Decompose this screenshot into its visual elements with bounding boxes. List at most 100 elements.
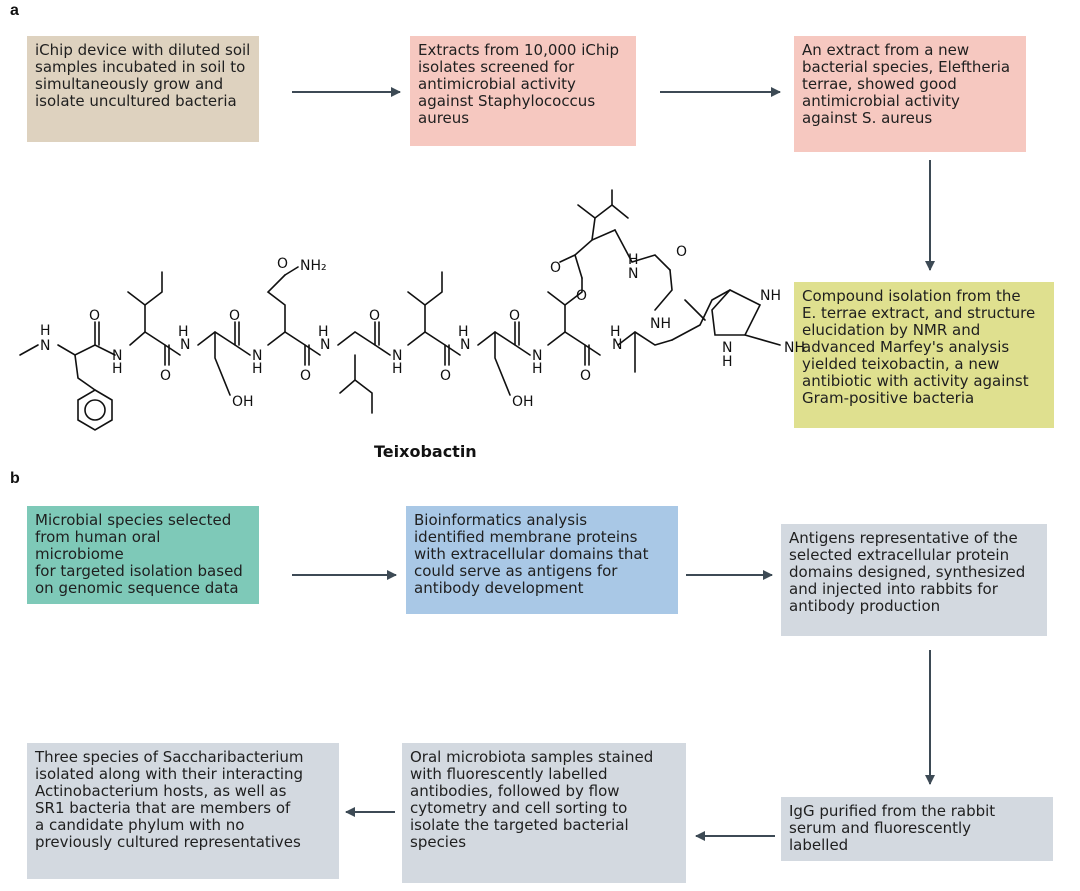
box-line: advanced Marfey's analysis — [802, 338, 1010, 356]
box-line: labelled — [789, 836, 849, 854]
atom-label: N — [722, 340, 732, 356]
box-line: simultaneously grow and — [35, 75, 224, 93]
phenyl-chain — [74, 354, 96, 391]
igg-purification-box: IgG purified from the rabbit serum and f… — [781, 797, 1053, 861]
box-line: aureus — [418, 109, 470, 127]
atom-label: H — [458, 324, 469, 340]
atom-label: H — [40, 323, 51, 339]
atom-label: O — [229, 308, 240, 324]
box-line: with extracellular domains that — [414, 545, 649, 563]
box-line: antibodies, followed by flow — [410, 782, 620, 800]
atom-label: N — [392, 348, 402, 364]
box-line: Oral microbiota samples stained — [410, 748, 654, 766]
box-line: elucidation by NMR and — [802, 321, 981, 339]
compound-name: Teixobactin — [374, 442, 477, 461]
atom-label: N — [628, 266, 638, 282]
box-line: iChip device with diluted soil — [35, 41, 251, 59]
atom-label: O — [509, 308, 520, 324]
box-line: isolate uncultured bacteria — [35, 92, 237, 110]
atom-label: O — [580, 368, 591, 384]
bioinformatics-box: Bioinformatics analysis identified membr… — [406, 506, 678, 614]
box-line: SR1 bacteria that are members of — [35, 799, 291, 817]
atom-label: N — [612, 337, 622, 353]
atom-label: NH — [650, 316, 671, 332]
backbone-bond — [337, 331, 391, 356]
box-line: Microbial species selected — [35, 511, 232, 529]
backbone-bond — [267, 331, 321, 356]
box-line: terrae, showed good — [802, 75, 957, 93]
box-line: on genomic sequence data — [35, 579, 239, 597]
atom-label: H — [318, 324, 329, 340]
box-line: IgG purified from the rabbit — [789, 802, 996, 820]
atom-label: OH — [512, 394, 534, 410]
box-line: domains designed, synthesized — [789, 563, 1026, 581]
box-line: isolate the targeted bacterial — [410, 816, 629, 834]
box-line: against S. aureus — [802, 109, 933, 127]
backbone-bond — [197, 331, 251, 356]
ring-bond — [574, 229, 616, 279]
staining-sorting-box: Oral microbiota samples stained with flu… — [402, 743, 686, 883]
isoleucine-chain — [127, 291, 146, 333]
atom-label: H — [628, 252, 639, 268]
threonine-chain — [547, 291, 566, 333]
box-line: isolated along with their interacting — [35, 765, 304, 783]
backbone-bond — [477, 331, 531, 356]
backbone-bond — [19, 344, 39, 356]
atom-label: NH₂ — [300, 258, 327, 274]
box-line: for targeted isolation based — [35, 562, 243, 580]
atom-label: O — [300, 368, 311, 384]
serine-chain — [214, 331, 231, 396]
atom-label: N — [320, 337, 330, 353]
box-line: could serve as antigens for — [414, 562, 618, 580]
box-line: identified membrane proteins — [414, 528, 638, 546]
box-line: previously cultured representatives — [35, 833, 301, 851]
backbone-bond — [547, 331, 601, 356]
atom-label: H — [532, 361, 543, 377]
box-line: antibody development — [414, 579, 584, 597]
box-line: antibody production — [789, 597, 941, 615]
backbone-bond — [57, 344, 116, 356]
atom-label: O — [277, 256, 288, 272]
atom-label: NH — [784, 340, 805, 356]
enduracididine-chain — [671, 289, 731, 341]
box-line: from human oral microbiome — [35, 528, 161, 563]
box-line: Actinobacterium hosts, as well as — [35, 782, 287, 800]
backbone-bond — [617, 331, 673, 346]
isoleucine-chain — [339, 354, 356, 394]
glutamine-chain — [266, 274, 286, 333]
atom-label: O — [550, 260, 561, 276]
atom-label: O — [576, 288, 587, 304]
atom-label: H — [392, 361, 403, 377]
box-line: antimicrobial activity — [418, 75, 576, 93]
box-line: antibiotic with activity against — [802, 372, 1029, 390]
compound-isolation-box: Compound isolation from the E. terrae ex… — [794, 282, 1054, 428]
eleftheria-extract-box: An extract from a new bacterial species,… — [794, 36, 1026, 152]
panel-a-label: a — [10, 2, 19, 19]
atom-label: N — [40, 338, 50, 354]
atom-label: H — [112, 361, 123, 377]
box-line: Compound isolation from the — [802, 287, 1021, 305]
backbone-bond — [129, 331, 181, 356]
box-line: yielded teixobactin, a new — [802, 355, 1000, 373]
enduracididine-ring — [711, 289, 762, 336]
atom-label: O — [440, 368, 451, 384]
backbone-bond — [407, 331, 461, 356]
atom-label: H — [610, 324, 621, 340]
box-line: serum and fluorescently — [789, 819, 972, 837]
saccharibacterium-result-box: Three species of Saccharibacterium isola… — [27, 743, 339, 879]
serine-chain — [494, 331, 511, 396]
box-line: samples incubated in soil to — [35, 58, 246, 76]
iChip-incubation-box: iChip device with diluted soil samples i… — [27, 36, 259, 142]
atom-label: H — [722, 354, 733, 370]
box-line: Three species of Saccharibacterium — [35, 748, 304, 766]
species-selection-box: Microbial species selected from human or… — [27, 506, 259, 604]
extract-screening-box: Extracts from 10,000 iChip isolates scre… — [410, 36, 636, 146]
antigen-design-box: Antigens representative of the selected … — [781, 524, 1047, 636]
box-line: Gram-positive bacteria — [802, 389, 975, 407]
atom-label: H — [252, 361, 263, 377]
isoleucine-chain — [407, 291, 426, 333]
box-line: E. terrae extract, and structure — [802, 304, 1036, 322]
box-line: antimicrobial activity — [802, 92, 960, 110]
